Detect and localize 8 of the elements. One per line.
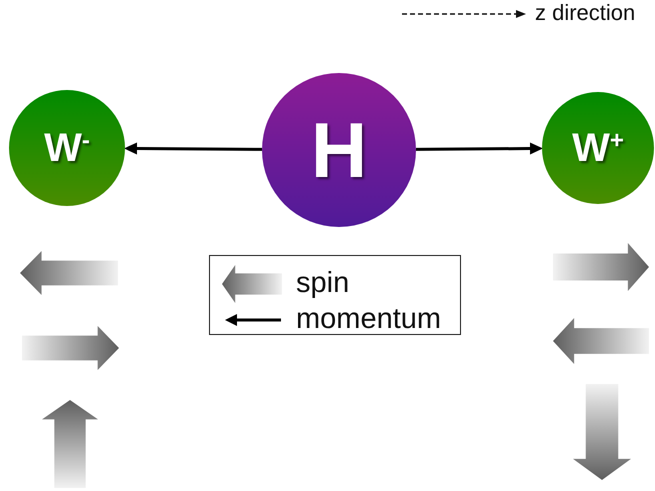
particle-symbol: W$^{-}$ <box>44 128 90 168</box>
legend-text: z direction <box>535 2 636 24</box>
particle-symbol: W$^{+}$ <box>572 128 624 168</box>
arrow <box>416 142 543 155</box>
particle-symbol: H <box>310 111 368 189</box>
legend-text: momentum <box>296 305 442 334</box>
legend-text: spin <box>296 269 350 298</box>
arrow <box>124 142 262 155</box>
